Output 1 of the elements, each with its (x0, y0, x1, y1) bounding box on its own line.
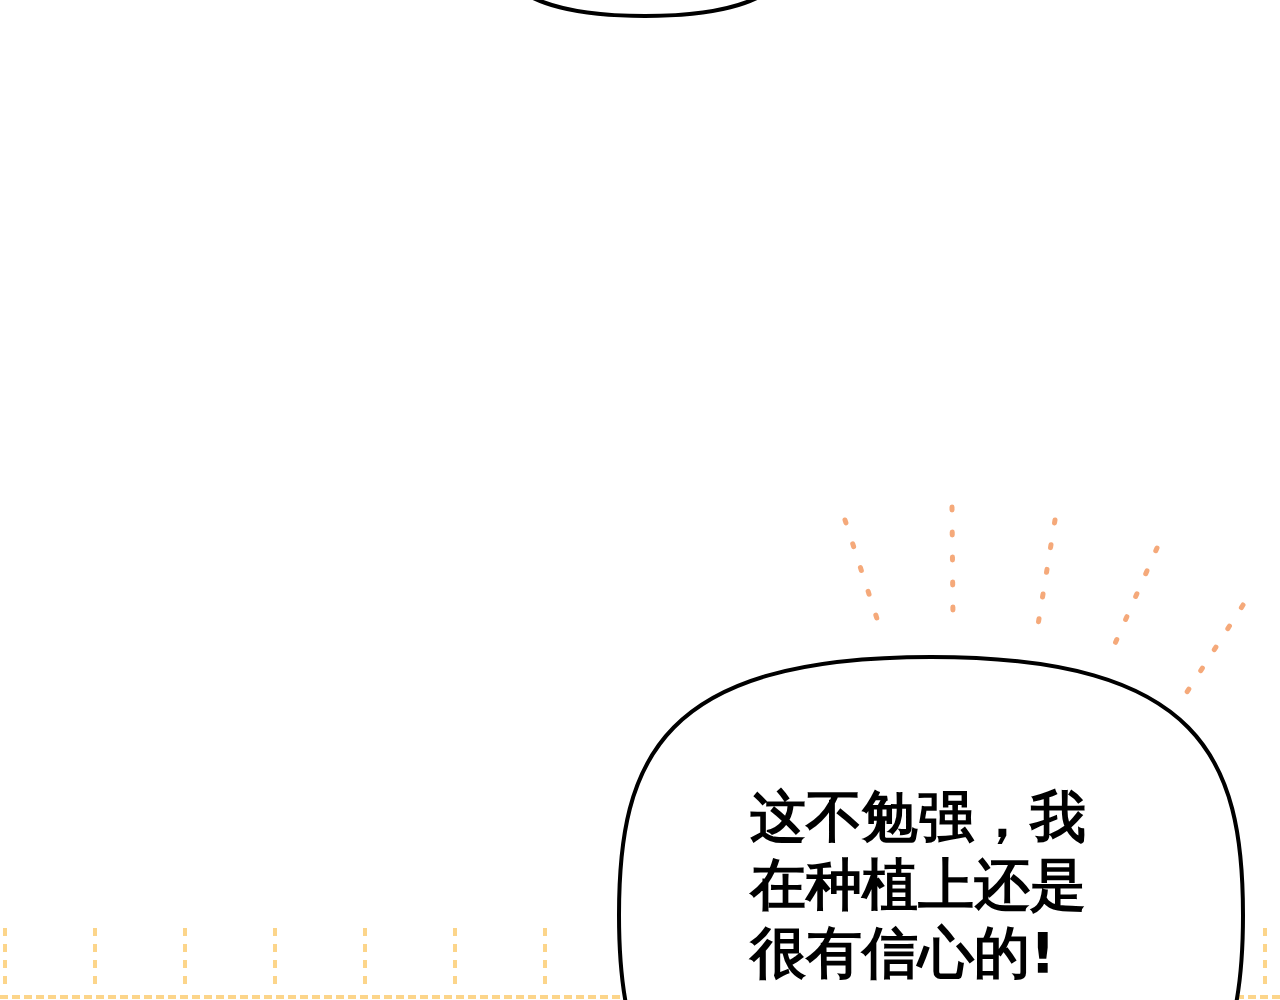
dialogue-text: 这不勉强，我在种植上还是很有信心的! (750, 783, 1087, 987)
